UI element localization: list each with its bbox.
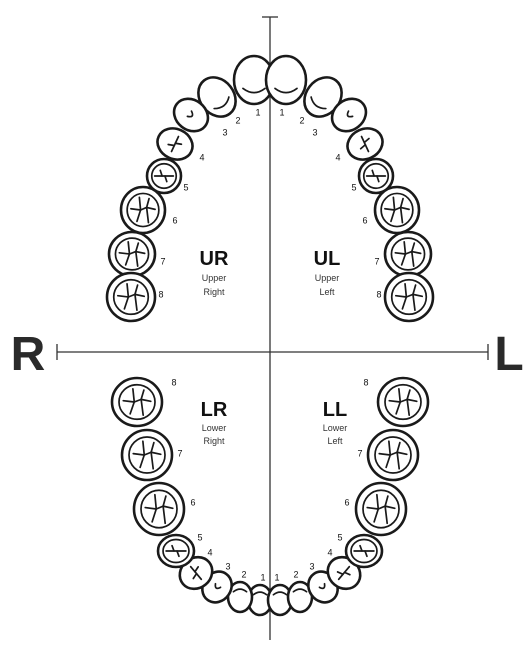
tooth-number-lower-left-1: 1 <box>274 572 279 582</box>
tooth-lower-left-5 <box>346 535 382 567</box>
tooth-number-lower-right-3: 3 <box>225 561 230 571</box>
tooth-number-upper-left-2: 2 <box>299 115 304 125</box>
tooth-upper-left-6 <box>375 187 419 233</box>
label-layer: R L UR Upper Right UL Upper Left LR Lowe… <box>11 248 524 446</box>
tooth-groove <box>393 197 394 210</box>
tooth-lower-left-7 <box>368 430 418 480</box>
tooth-number-upper-left-8: 8 <box>376 289 381 299</box>
tooth-number-upper-left-1: 1 <box>279 107 284 117</box>
tooth-upper-left-8 <box>385 273 433 321</box>
tooth-upper-right-7 <box>109 232 155 276</box>
quadrant-code-ul: UL <box>314 248 341 270</box>
tooth-lower-right-8 <box>112 378 162 426</box>
tooth-number-upper-right-6: 6 <box>172 215 177 225</box>
quadrant-line2-ll: Left <box>327 436 343 446</box>
tooth-number-upper-right-5: 5 <box>183 182 188 192</box>
quadrant-code-lr: LR <box>201 399 228 421</box>
tooth-outline <box>266 56 306 104</box>
tooth-number-upper-right-1: 1 <box>255 107 260 117</box>
tooth-number-upper-left-5: 5 <box>351 182 356 192</box>
tooth-lower-left-8 <box>378 378 428 426</box>
side-label-left: L <box>494 328 523 381</box>
tooth-number-upper-left-3: 3 <box>312 127 317 137</box>
tooth-number-upper-right-2: 2 <box>235 115 240 125</box>
tooth-groove <box>139 197 140 210</box>
tooth-number-lower-right-4: 4 <box>207 547 212 557</box>
quadrant-code-ll: LL <box>323 399 347 421</box>
tooth-upper-right-8 <box>107 273 155 321</box>
tooth-number-upper-left-4: 4 <box>335 152 340 162</box>
tooth-upper-left-1 <box>266 56 306 104</box>
tooth-number-upper-right-3: 3 <box>222 127 227 137</box>
quadrant-line1-ll: Lower <box>323 423 348 433</box>
quadrant-line1-lr: Lower <box>202 423 227 433</box>
tooth-number-lower-right-5: 5 <box>197 532 202 542</box>
tooth-number-lower-left-4: 4 <box>327 547 332 557</box>
tooth-number-lower-right-1: 1 <box>260 572 265 582</box>
tooth-number-lower-left-8: 8 <box>363 377 368 387</box>
quadrant-line1-ur: Upper <box>202 273 227 283</box>
tooth-lower-left-6 <box>356 483 406 535</box>
tooth-number-lower-right-8: 8 <box>171 377 176 387</box>
quadrant-line2-ul: Left <box>319 287 335 297</box>
tooth-upper-left-7 <box>385 232 431 276</box>
tooth-lower-right-5 <box>158 535 194 567</box>
side-label-right: R <box>11 328 46 381</box>
tooth-number-upper-left-6: 6 <box>362 215 367 225</box>
tooth-number-upper-left-7: 7 <box>374 256 379 266</box>
quadrant-line1-ul: Upper <box>315 273 340 283</box>
tooth-lower-right-7 <box>122 430 172 480</box>
quadrant-line2-lr: Right <box>203 436 225 446</box>
tooth-number-lower-left-6: 6 <box>344 497 349 507</box>
tooth-number-lower-left-2: 2 <box>293 569 298 579</box>
tooth-number-lower-left-5: 5 <box>337 532 342 542</box>
tooth-number-lower-left-7: 7 <box>357 448 362 458</box>
quadrant-axes <box>57 17 488 640</box>
tooth-number-lower-right-2: 2 <box>241 569 246 579</box>
quadrant-line2-ur: Right <box>203 287 225 297</box>
tooth-upper-right-6 <box>121 187 165 233</box>
tooth-number-lower-right-7: 7 <box>177 448 182 458</box>
tooth-number-upper-right-4: 4 <box>199 152 204 162</box>
tooth-lower-right-6 <box>134 483 184 535</box>
tooth-number-lower-left-3: 3 <box>309 561 314 571</box>
quadrant-code-ur: UR <box>200 248 229 270</box>
tooth-number-lower-right-6: 6 <box>190 497 195 507</box>
tooth-number-upper-right-8: 8 <box>158 289 163 299</box>
tooth-number-upper-right-7: 7 <box>160 256 165 266</box>
